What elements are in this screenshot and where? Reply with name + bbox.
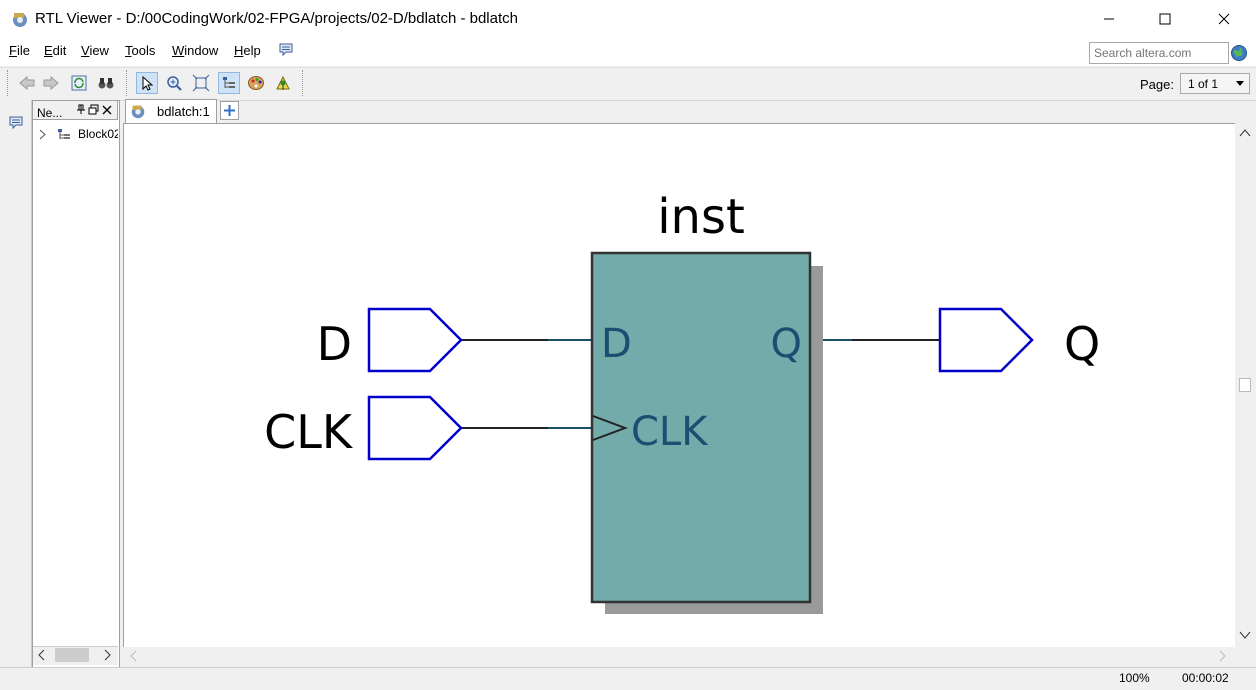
selection-tool-button[interactable] xyxy=(136,72,158,94)
window-title: RTL Viewer - D:/00CodingWork/02-FPGA/pro… xyxy=(35,10,518,27)
page-label: Page: xyxy=(1140,77,1174,92)
netlist-navigator-pane xyxy=(32,100,120,668)
color-settings-button[interactable] xyxy=(245,72,267,94)
fit-to-window-icon xyxy=(192,74,210,92)
forward-arrow-icon xyxy=(43,75,59,91)
netlist-navigator-button[interactable] xyxy=(272,72,294,94)
scroll-right-icon[interactable] xyxy=(102,649,112,661)
page-select-value: 1 of 1 xyxy=(1188,76,1219,91)
maximize-icon xyxy=(1159,13,1171,25)
scroll-right-icon[interactable] xyxy=(1217,650,1227,662)
tab-label: bdlatch:1 xyxy=(157,104,210,119)
vertical-scroll-thumb[interactable] xyxy=(1239,378,1251,392)
menu-help[interactable]: Help xyxy=(234,43,261,58)
block-hierarchy-icon xyxy=(58,129,70,139)
binoculars-icon xyxy=(98,78,114,89)
pin-icon[interactable] xyxy=(76,104,86,116)
clock-edge-marker xyxy=(592,415,628,441)
add-tab-button[interactable] xyxy=(220,101,239,120)
instance-name: inst xyxy=(657,189,745,245)
port-label-clk: CLK xyxy=(631,409,709,455)
menu-window[interactable]: Window xyxy=(172,43,219,58)
navigator-tree-item[interactable]: Block02 xyxy=(78,127,118,141)
maximize-button[interactable] xyxy=(1142,0,1188,38)
close-icon xyxy=(1218,13,1230,25)
minimize-icon xyxy=(1104,18,1114,20)
page-select[interactable]: 1 of 1 xyxy=(1180,73,1250,94)
zoom-tool-button[interactable] xyxy=(163,72,185,94)
messages-icon[interactable] xyxy=(9,116,23,130)
zoom-icon xyxy=(167,76,182,91)
plus-icon xyxy=(224,105,235,116)
input-pin-clk[interactable] xyxy=(367,395,463,461)
close-button[interactable] xyxy=(1201,0,1247,38)
menu-file[interactable]: File xyxy=(9,43,30,58)
menu-tools[interactable]: Tools xyxy=(125,43,156,58)
globe-icon[interactable] xyxy=(1230,44,1248,62)
palette-icon xyxy=(248,76,264,90)
menu-edit[interactable]: Edit xyxy=(44,43,67,58)
toolbar xyxy=(0,67,1256,101)
input-pin-d[interactable] xyxy=(367,307,463,373)
toolbar-separator xyxy=(302,70,304,96)
output-label-q: Q xyxy=(1064,317,1100,371)
search-input[interactable] xyxy=(1089,42,1229,64)
input-label-clk: CLK xyxy=(264,405,354,459)
back-button[interactable] xyxy=(16,72,38,94)
refresh-icon xyxy=(71,75,87,91)
refresh-button[interactable] xyxy=(68,72,90,94)
status-bar xyxy=(0,667,1256,690)
rtl-viewer-app-icon xyxy=(13,13,27,27)
navigator-title: Ne... xyxy=(37,106,63,120)
forward-button[interactable] xyxy=(40,72,62,94)
port-label-q: Q xyxy=(771,321,802,367)
minimize-button[interactable] xyxy=(1086,0,1132,38)
rtl-viewer-tab-icon xyxy=(131,105,145,119)
scroll-left-icon[interactable] xyxy=(37,649,47,661)
hierarchy-view-button[interactable] xyxy=(218,72,240,94)
pointer-icon xyxy=(142,75,154,91)
scroll-down-icon[interactable] xyxy=(1239,630,1251,640)
back-arrow-icon xyxy=(19,75,35,91)
zoom-level: 100% xyxy=(1119,671,1150,685)
navigator-scroll-thumb[interactable] xyxy=(55,648,89,662)
title-bar xyxy=(0,0,1256,38)
menu-view[interactable]: View xyxy=(81,43,109,58)
input-label-d: D xyxy=(317,317,352,371)
scroll-up-icon[interactable] xyxy=(1239,128,1251,138)
elapsed-time: 00:00:02 xyxy=(1182,671,1229,685)
latch-block[interactable] xyxy=(590,251,812,604)
port-label-d: D xyxy=(601,321,632,367)
find-button[interactable] xyxy=(95,72,117,94)
output-pin-q[interactable] xyxy=(938,307,1034,373)
menu-bar xyxy=(0,38,1256,66)
toolbar-separator xyxy=(126,70,128,96)
hierarchy-list-icon xyxy=(223,77,235,88)
fit-window-button[interactable] xyxy=(190,72,212,94)
close-pane-icon[interactable] xyxy=(102,105,112,115)
restore-window-icon[interactable] xyxy=(88,104,99,115)
scroll-left-icon[interactable] xyxy=(129,650,139,662)
horizontal-scrollbar[interactable] xyxy=(123,647,1235,665)
chevron-right-icon[interactable] xyxy=(38,129,47,140)
feedback-icon[interactable] xyxy=(279,43,293,57)
chevron-down-icon xyxy=(1236,81,1244,86)
pin-figure-icon xyxy=(276,75,290,90)
left-dock-strip xyxy=(0,100,32,670)
toolbar-grip xyxy=(7,70,9,96)
